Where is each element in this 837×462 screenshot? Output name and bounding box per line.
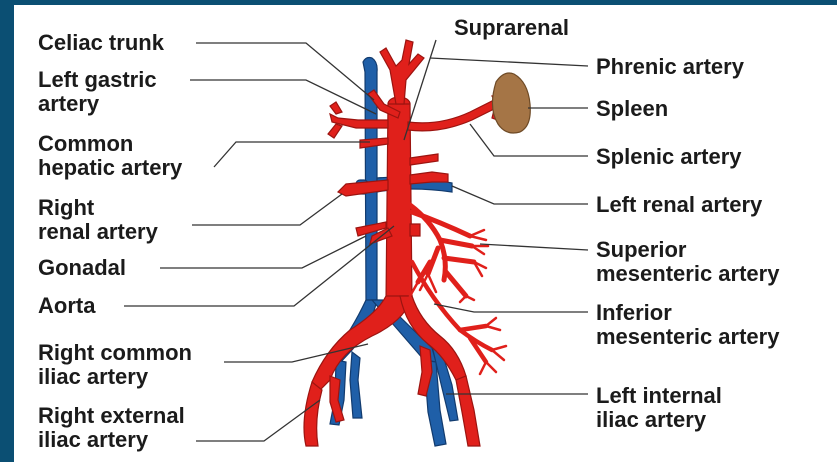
- leader-inferior-mesenteric: [434, 304, 588, 312]
- label-inferior-mesenteric-artery: Inferior mesenteric artery: [596, 301, 779, 349]
- label-spleen: Spleen: [596, 97, 668, 121]
- label-aorta: Aorta: [38, 294, 95, 318]
- label-suprarenal: Suprarenal: [454, 16, 569, 40]
- leader-right-external-iliac: [196, 400, 320, 441]
- spleen-organ: [492, 73, 530, 133]
- label-right-renal-artery: Right renal artery: [38, 196, 158, 244]
- leader-left-renal: [452, 186, 588, 204]
- label-right-common-iliac-artery: Right common iliac artery: [38, 341, 192, 389]
- leader-right-renal: [192, 194, 342, 225]
- label-common-hepatic-artery: Common hepatic artery: [38, 132, 182, 180]
- leader-common-hepatic: [214, 142, 370, 167]
- leader-splenic: [470, 124, 588, 156]
- label-right-external-iliac-artery: Right external iliac artery: [38, 404, 185, 452]
- label-celiac-trunk: Celiac trunk: [38, 31, 164, 55]
- mesenteric-branches: [410, 205, 474, 296]
- label-left-renal-artery: Left renal artery: [596, 193, 762, 217]
- label-phrenic-artery: Phrenic artery: [596, 55, 744, 79]
- leader-gonadal: [160, 236, 366, 268]
- label-superior-mesenteric-artery: Superior mesenteric artery: [596, 238, 779, 286]
- leader-celiac-trunk: [196, 43, 374, 100]
- label-splenic-artery: Splenic artery: [596, 145, 742, 169]
- leader-left-gastric: [190, 80, 376, 114]
- leader-aorta: [124, 226, 394, 306]
- label-left-internal-iliac-artery: Left internal iliac artery: [596, 384, 722, 432]
- aorta-trunk: [304, 40, 520, 446]
- leader-superior-mesenteric: [480, 244, 588, 250]
- label-left-gastric-artery: Left gastric artery: [38, 68, 157, 116]
- leader-phrenic: [430, 58, 588, 66]
- label-gonadal: Gonadal: [38, 256, 126, 280]
